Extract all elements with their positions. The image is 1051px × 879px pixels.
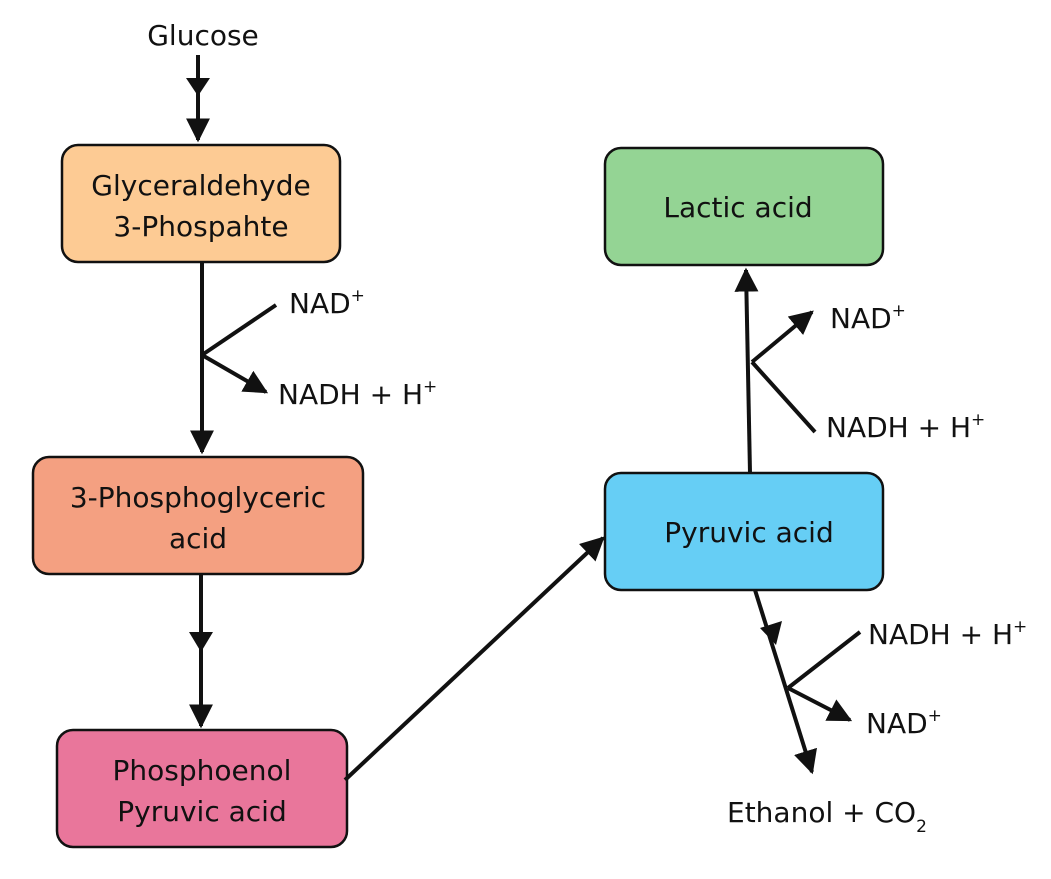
nad-out-arrow (750, 310, 814, 364)
nadh-label-3: NADH + H+ (868, 617, 1027, 651)
lactic-node: Lactic acid (603, 146, 885, 267)
pga-node: 3-Phosphoglyceric acid (31, 455, 365, 576)
pep-line2: Pyruvic acid (117, 795, 286, 828)
nad-label-3: NAD+ (866, 706, 942, 740)
nad-out-arrow-2 (787, 686, 853, 722)
pep-node: Phosphoenol Pyruvic acid (55, 728, 349, 849)
nadh-label-1: NADH + H+ (278, 377, 437, 411)
nadh-label-2: NADH + H+ (826, 410, 985, 444)
pyruvic-node: Pyruvic acid (603, 471, 885, 592)
pyruvic-to-lactic-arrow (734, 267, 759, 474)
nadh-in-line (750, 360, 817, 434)
arrow-head-mid (760, 621, 782, 645)
pyruvic-label: Pyruvic acid (664, 516, 833, 549)
nadh-out-arrow (200, 353, 269, 394)
pep-line1: Phosphoenol (113, 754, 292, 787)
nad-label-2: NAD+ (830, 301, 906, 335)
lactic-label: Lactic acid (663, 191, 812, 224)
g3p-node: Glyceraldehyde 3-Phospahte (60, 143, 342, 264)
arrow-head-mid (186, 78, 210, 96)
nad-in-line (200, 303, 278, 357)
glucose-label: Glucose (147, 19, 259, 52)
ethanol-label: Ethanol + CO2 (727, 796, 927, 837)
g3p-line1: Glyceraldehyde (91, 169, 310, 202)
nad-label-1: NAD+ (289, 286, 365, 320)
pyruvic-to-ethanol-arrow (753, 589, 817, 775)
pep-to-pyruvic-arrow (343, 536, 605, 782)
g3p-line2: 3-Phospahte (113, 210, 288, 243)
nadh-in-line-2 (786, 630, 862, 690)
pga-line2: acid (169, 522, 227, 555)
pga-line1: 3-Phosphoglyceric (70, 481, 326, 514)
arrow-head-mid (189, 632, 213, 652)
